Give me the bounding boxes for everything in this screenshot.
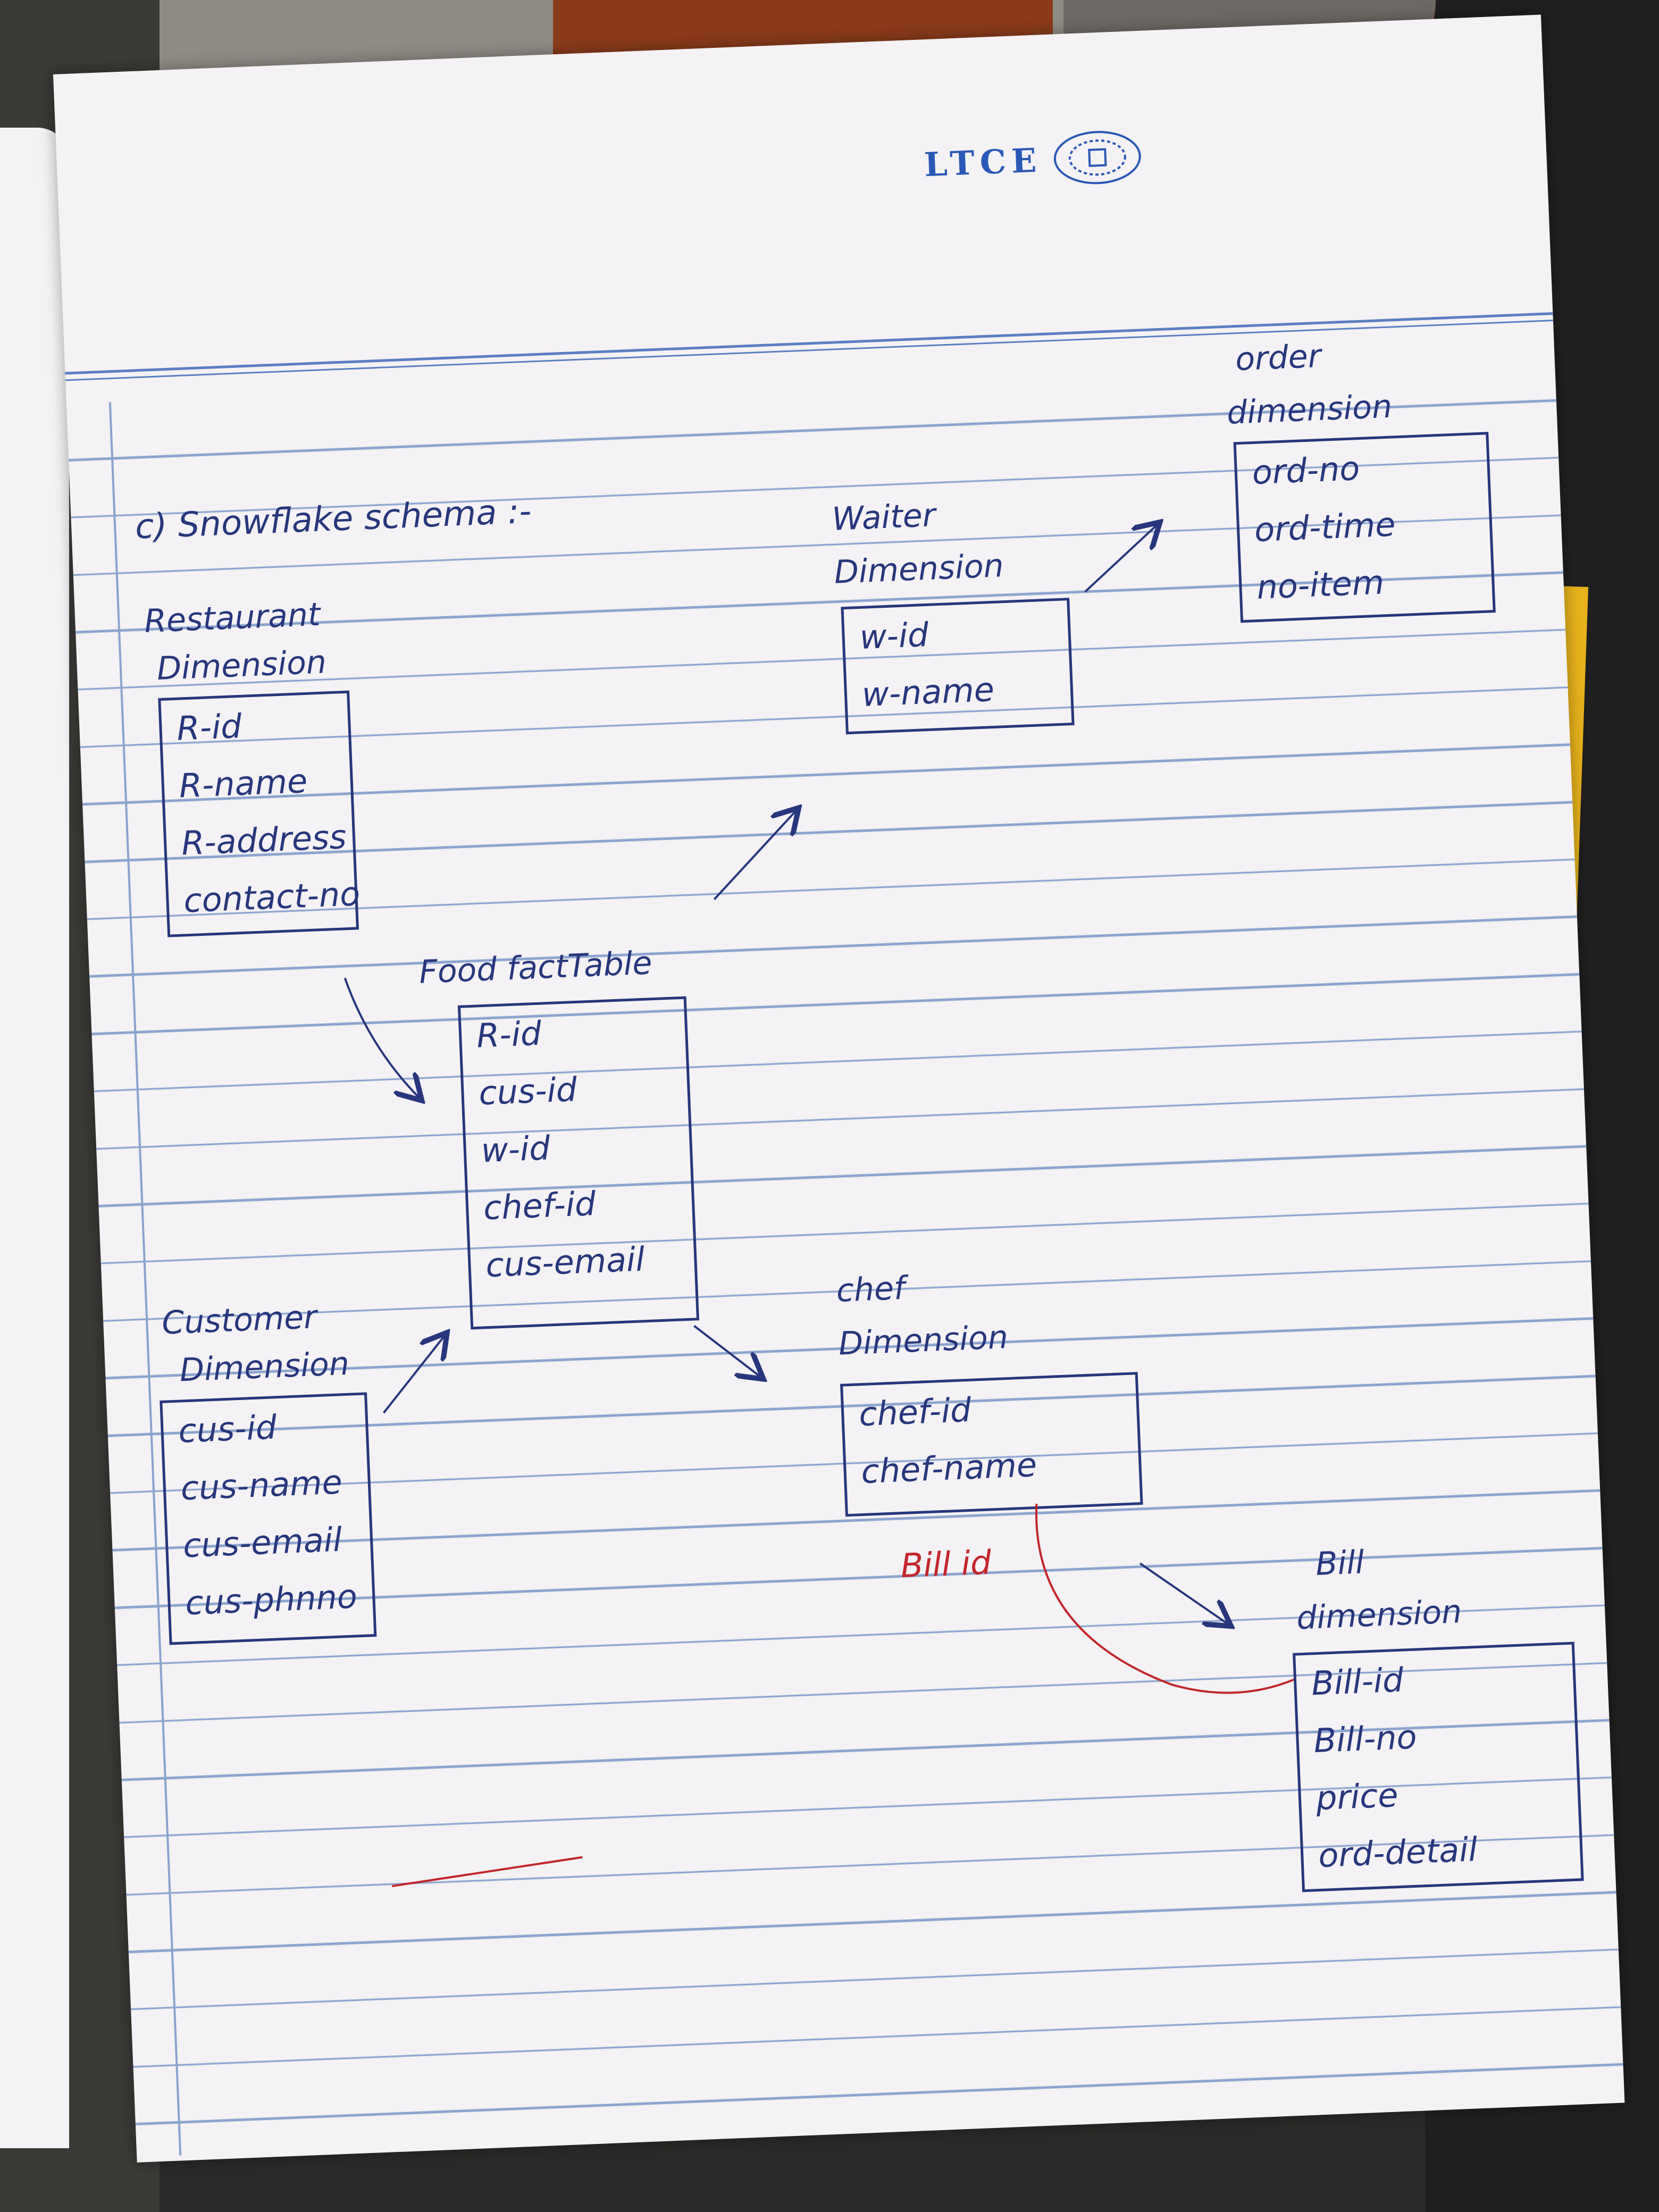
arrow-chef-to-bill	[1139, 1562, 1228, 1627]
notebook-page: LTCE c) Snowflake schema :- Restaurant D…	[53, 14, 1625, 2163]
ltce-logo: LTCE	[923, 127, 1144, 194]
arrow-fact-to-waiter	[713, 811, 799, 900]
arrow-waiter-to-order	[1084, 525, 1160, 593]
arrow-restaurant-to-fact	[343, 977, 419, 1100]
arrow-fact-to-chef	[693, 1325, 760, 1379]
college-seal-icon	[1051, 131, 1142, 185]
relationship-arrows	[343, 15, 1294, 1888]
left-page-edge	[0, 128, 69, 2148]
arrow-customer-to-fact	[382, 1336, 448, 1414]
red-link-curve	[1035, 1503, 1294, 1694]
red-stray-line	[391, 1856, 583, 1888]
